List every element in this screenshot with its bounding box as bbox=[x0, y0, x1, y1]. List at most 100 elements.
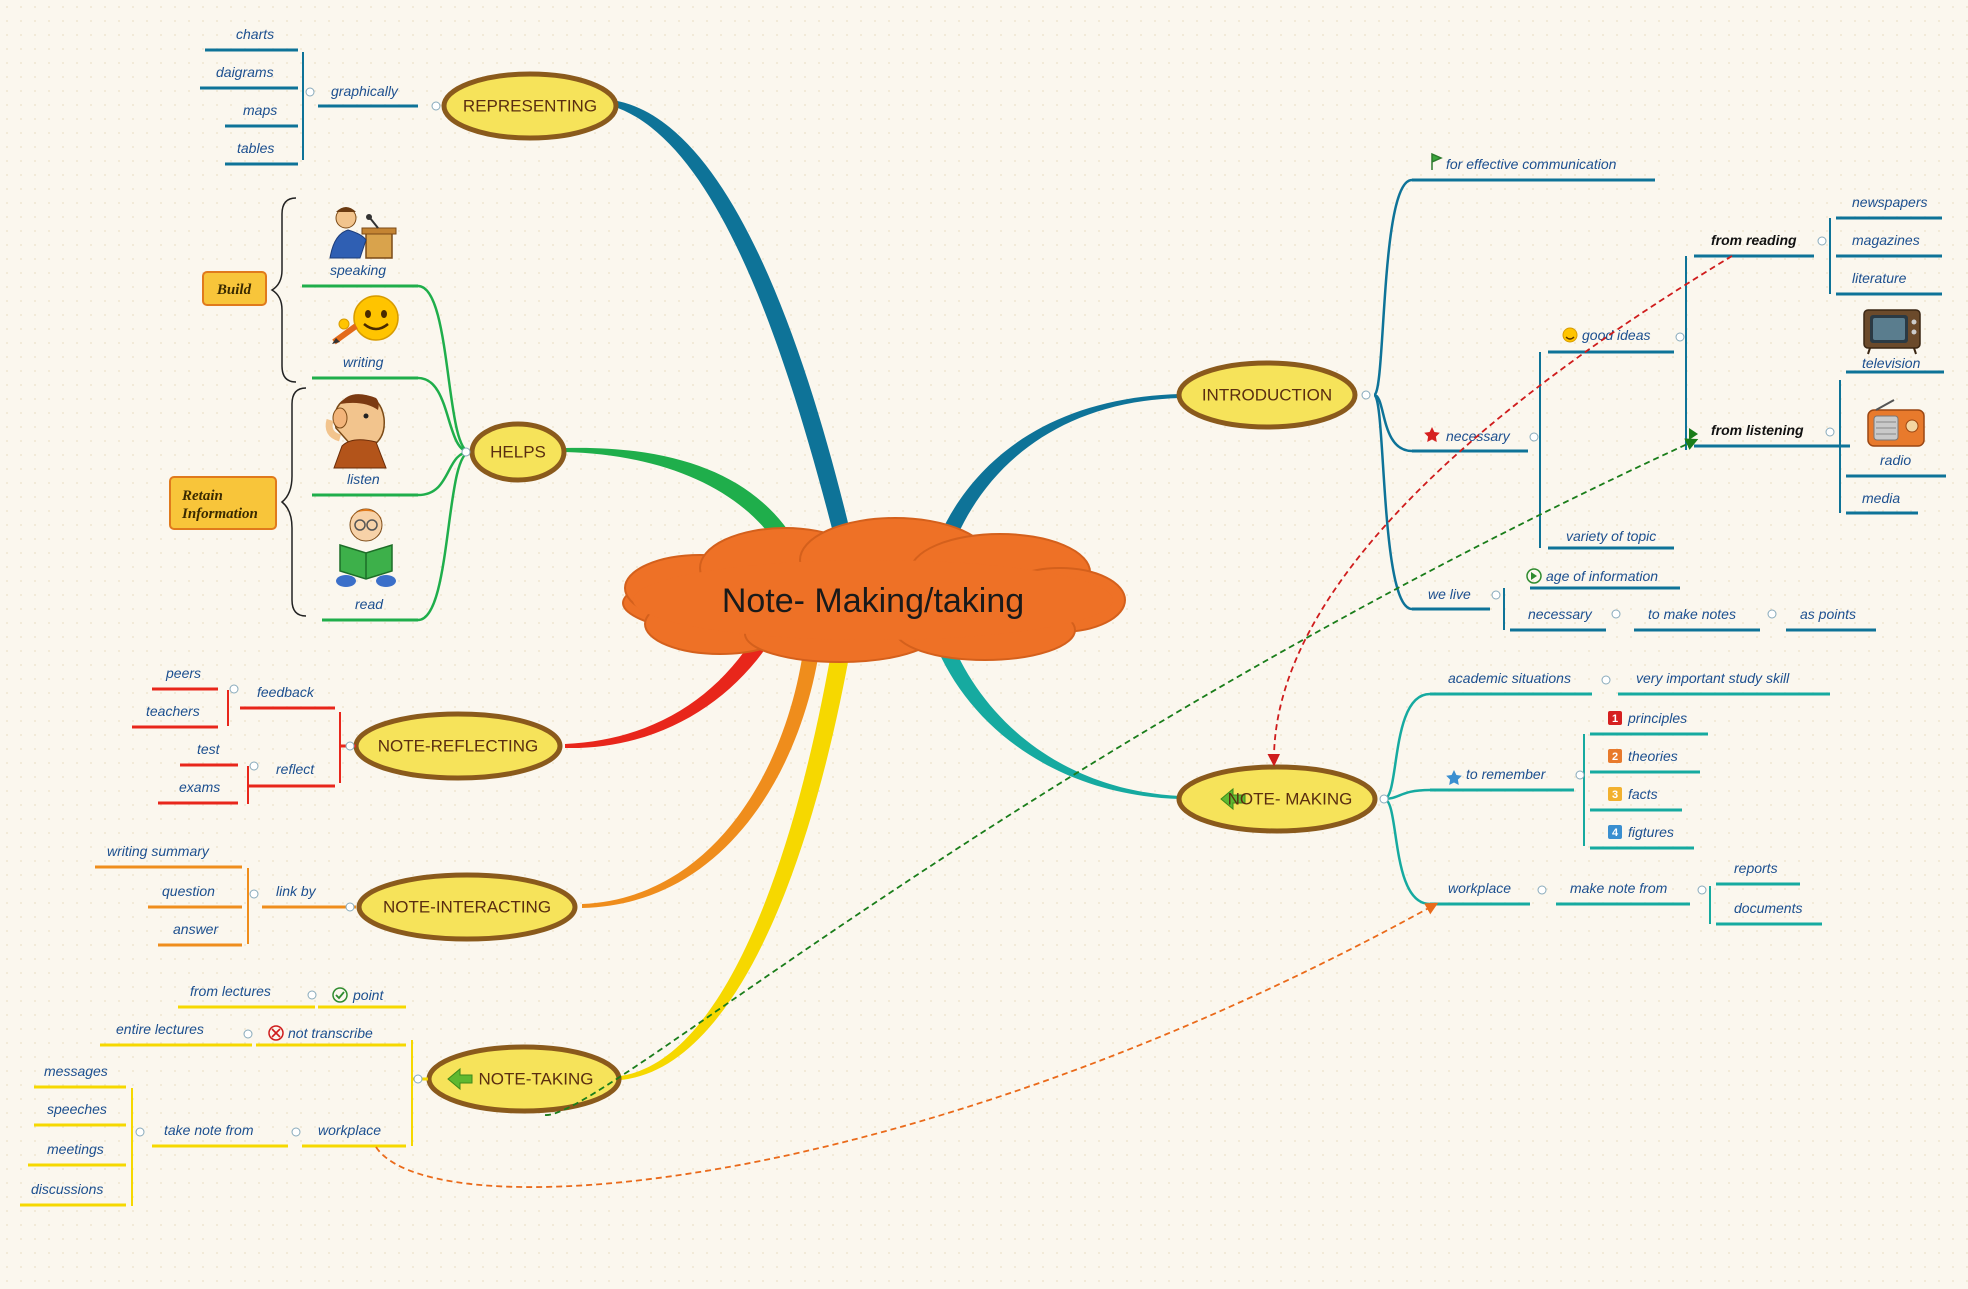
node-age-of-information[interactable]: age of information bbox=[1546, 568, 1658, 584]
node-take-note-from[interactable]: take note from bbox=[164, 1122, 254, 1138]
node-to-make-notes[interactable]: to make notes bbox=[1648, 606, 1736, 622]
topic-introduction[interactable]: INTRODUCTION bbox=[1176, 360, 1358, 430]
node-graphically[interactable]: graphically bbox=[331, 83, 399, 99]
topic-representing[interactable]: REPRESENTING bbox=[441, 71, 619, 141]
node-maps[interactable]: maps bbox=[243, 102, 277, 118]
node-facts[interactable]: facts bbox=[1628, 786, 1658, 802]
collapse-toggle[interactable] bbox=[243, 1029, 253, 1039]
node-radio[interactable]: radio bbox=[1880, 452, 1911, 468]
node-exams[interactable]: exams bbox=[179, 779, 220, 795]
node-variety-of-topic[interactable]: variety of topic bbox=[1566, 528, 1656, 544]
collapse-toggle[interactable] bbox=[345, 741, 355, 751]
node-newspapers[interactable]: newspapers bbox=[1852, 194, 1928, 210]
node-academic-situations[interactable]: academic situations bbox=[1448, 670, 1571, 686]
collapse-toggle[interactable] bbox=[431, 101, 441, 111]
node-magazines[interactable]: magazines bbox=[1852, 232, 1920, 248]
node-effective-communication[interactable]: for effective communication bbox=[1446, 156, 1617, 172]
collapse-toggle[interactable] bbox=[1817, 236, 1827, 246]
arrow-left-icon bbox=[447, 1067, 473, 1091]
collapse-toggle[interactable] bbox=[1537, 885, 1547, 895]
collapse-toggle[interactable] bbox=[307, 990, 317, 1000]
topic-making[interactable]: NOTE- MAKING bbox=[1176, 764, 1378, 834]
node-speaking[interactable]: speaking bbox=[330, 262, 386, 278]
node-not-transcribe[interactable]: not transcribe bbox=[288, 1025, 373, 1041]
node-answer[interactable]: answer bbox=[173, 921, 219, 937]
collapse-toggle[interactable] bbox=[413, 1074, 423, 1084]
node-to-remember[interactable]: to remember bbox=[1466, 766, 1547, 782]
node-reflect[interactable]: reflect bbox=[276, 761, 315, 777]
subtree-introduction bbox=[1372, 178, 1946, 632]
collapse-toggle[interactable] bbox=[305, 87, 315, 97]
node-workplace-making[interactable]: workplace bbox=[1448, 880, 1511, 896]
node-meetings[interactable]: meetings bbox=[47, 1141, 104, 1157]
reflecting-labels: feedback reflect peers teachers test exa… bbox=[146, 665, 355, 795]
collapse-toggle[interactable] bbox=[1675, 332, 1685, 342]
topic-taking[interactable]: NOTE-TAKING bbox=[426, 1044, 622, 1114]
central-topic[interactable]: Note- Making/taking bbox=[622, 517, 1126, 663]
node-read[interactable]: read bbox=[355, 596, 384, 612]
node-teachers[interactable]: teachers bbox=[146, 703, 200, 719]
node-necessary-2[interactable]: necessary bbox=[1528, 606, 1593, 622]
node-principles[interactable]: principles bbox=[1627, 710, 1687, 726]
collapse-toggle[interactable] bbox=[1611, 609, 1621, 619]
node-theories[interactable]: theories bbox=[1628, 748, 1678, 764]
callout-retain-information[interactable]: Retain Information bbox=[169, 476, 277, 530]
node-television[interactable]: television bbox=[1862, 355, 1921, 371]
collapse-toggle[interactable] bbox=[1575, 770, 1585, 780]
node-charts[interactable]: charts bbox=[236, 26, 274, 42]
node-from-reading[interactable]: from reading bbox=[1711, 232, 1797, 248]
triangle-flag-icon bbox=[1689, 428, 1698, 440]
node-as-points[interactable]: as points bbox=[1800, 606, 1856, 622]
node-good-ideas[interactable]: good ideas bbox=[1582, 327, 1651, 343]
node-peers[interactable]: peers bbox=[165, 665, 201, 681]
collapse-toggle[interactable] bbox=[135, 1127, 145, 1137]
node-from-listening[interactable]: from listening bbox=[1711, 422, 1804, 438]
collapse-toggle[interactable] bbox=[1601, 675, 1611, 685]
collapse-toggle[interactable] bbox=[1697, 885, 1707, 895]
node-reports[interactable]: reports bbox=[1734, 860, 1778, 876]
node-daigrams[interactable]: daigrams bbox=[216, 64, 274, 80]
collapse-toggle[interactable] bbox=[461, 447, 471, 457]
node-figtures[interactable]: figtures bbox=[1628, 824, 1674, 840]
collapse-toggle[interactable] bbox=[1767, 609, 1777, 619]
node-make-note-from[interactable]: make note from bbox=[1570, 880, 1668, 896]
callout-build[interactable]: Build bbox=[202, 271, 267, 306]
node-media[interactable]: media bbox=[1862, 490, 1900, 506]
node-tables[interactable]: tables bbox=[237, 140, 274, 156]
node-test[interactable]: test bbox=[197, 741, 221, 757]
node-feedback[interactable]: feedback bbox=[257, 684, 315, 700]
collapse-toggle[interactable] bbox=[1361, 390, 1371, 400]
priority-1-icon bbox=[1608, 711, 1622, 725]
node-link-by[interactable]: link by bbox=[276, 883, 317, 899]
collapse-toggle[interactable] bbox=[249, 889, 259, 899]
node-writing-summary[interactable]: writing summary bbox=[107, 843, 210, 859]
collapse-toggle[interactable] bbox=[345, 902, 355, 912]
node-from-lectures[interactable]: from lectures bbox=[190, 983, 271, 999]
node-point[interactable]: point bbox=[352, 987, 384, 1003]
node-question[interactable]: question bbox=[162, 883, 215, 899]
node-entire-lectures[interactable]: entire lectures bbox=[116, 1021, 204, 1037]
television-icon bbox=[1863, 309, 1921, 355]
collapse-toggle[interactable] bbox=[1491, 590, 1501, 600]
collapse-toggle[interactable] bbox=[249, 761, 259, 771]
node-we-live[interactable]: we live bbox=[1428, 586, 1471, 602]
topic-helps[interactable]: HELPS bbox=[469, 421, 567, 483]
collapse-toggle[interactable] bbox=[1529, 432, 1539, 442]
node-speeches[interactable]: speeches bbox=[47, 1101, 107, 1117]
collapse-toggle[interactable] bbox=[229, 684, 239, 694]
node-messages[interactable]: messages bbox=[44, 1063, 108, 1079]
subtree-interacting bbox=[95, 865, 356, 947]
topic-reflecting[interactable]: NOTE-REFLECTING bbox=[353, 711, 563, 781]
collapse-toggle[interactable] bbox=[291, 1127, 301, 1137]
topic-interacting[interactable]: NOTE-INTERACTING bbox=[356, 872, 578, 942]
node-literature[interactable]: literature bbox=[1852, 270, 1907, 286]
node-listen[interactable]: listen bbox=[347, 471, 380, 487]
collapse-toggle[interactable] bbox=[1379, 794, 1389, 804]
node-workplace-taking[interactable]: workplace bbox=[318, 1122, 381, 1138]
collapse-toggle[interactable] bbox=[1825, 427, 1835, 437]
node-writing[interactable]: writing bbox=[343, 354, 384, 370]
node-important-study-skill[interactable]: very important study skill bbox=[1636, 670, 1790, 686]
node-discussions[interactable]: discussions bbox=[31, 1181, 103, 1197]
node-documents[interactable]: documents bbox=[1734, 900, 1802, 916]
star-icon bbox=[1424, 427, 1440, 442]
